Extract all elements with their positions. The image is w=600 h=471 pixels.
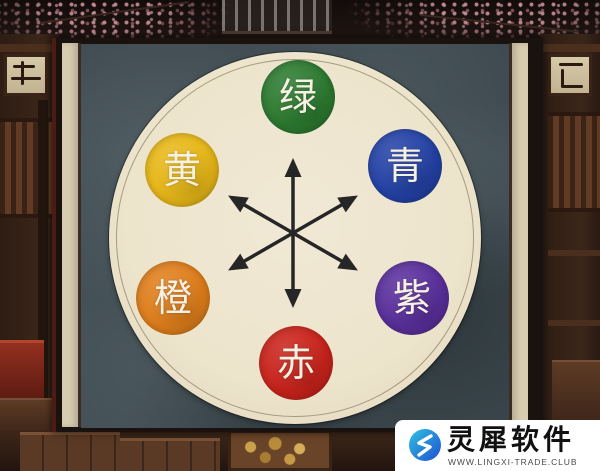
shop-sign-right — [548, 54, 592, 96]
color-circle-red[interactable]: 赤 — [259, 326, 333, 400]
scroll-mount-right — [509, 43, 528, 427]
scroll-mount-left — [62, 43, 81, 427]
color-circle-label: 赤 — [276, 341, 315, 385]
shop-sign-left — [4, 54, 48, 96]
color-wheel: 绿 青 紫 赤 橙 黄 — [109, 52, 481, 424]
color-circle-yellow[interactable]: 黄 — [145, 133, 219, 207]
color-circle-label: 黄 — [162, 148, 201, 192]
lingxi-logo-icon — [409, 429, 441, 461]
wooden-crate — [120, 438, 220, 471]
color-circle-label: 青 — [385, 144, 424, 188]
watermark-brand: 灵犀软件 — [447, 423, 576, 456]
roof-beam-right — [540, 44, 600, 52]
color-circle-label: 绿 — [278, 75, 317, 119]
wooden-box-left — [0, 398, 54, 432]
watermark-url: WWW.LINGXI-TRADE.CLUB — [448, 457, 578, 467]
wooden-box-right — [552, 360, 600, 420]
watermark: 灵犀软件 WWW.LINGXI-TRADE.CLUB — [395, 420, 600, 471]
lattice-window-top — [222, 0, 332, 34]
color-circle-orange[interactable]: 橙 — [136, 261, 210, 335]
wooden-post-left — [38, 100, 48, 430]
shelf — [548, 250, 600, 256]
shelf — [548, 320, 600, 326]
color-circle-blue[interactable]: 青 — [368, 129, 442, 203]
color-wheel-ring — [116, 59, 474, 417]
color-circle-purple[interactable]: 紫 — [375, 261, 449, 335]
treasure-crate — [228, 430, 332, 471]
color-circle-green[interactable]: 绿 — [261, 60, 335, 134]
color-circle-label: 紫 — [392, 276, 431, 320]
roof-beam-left — [0, 44, 60, 52]
red-box — [0, 340, 44, 398]
color-circle-label: 橙 — [153, 276, 192, 320]
lattice-window-right — [548, 112, 600, 212]
wooden-crate — [20, 432, 120, 471]
